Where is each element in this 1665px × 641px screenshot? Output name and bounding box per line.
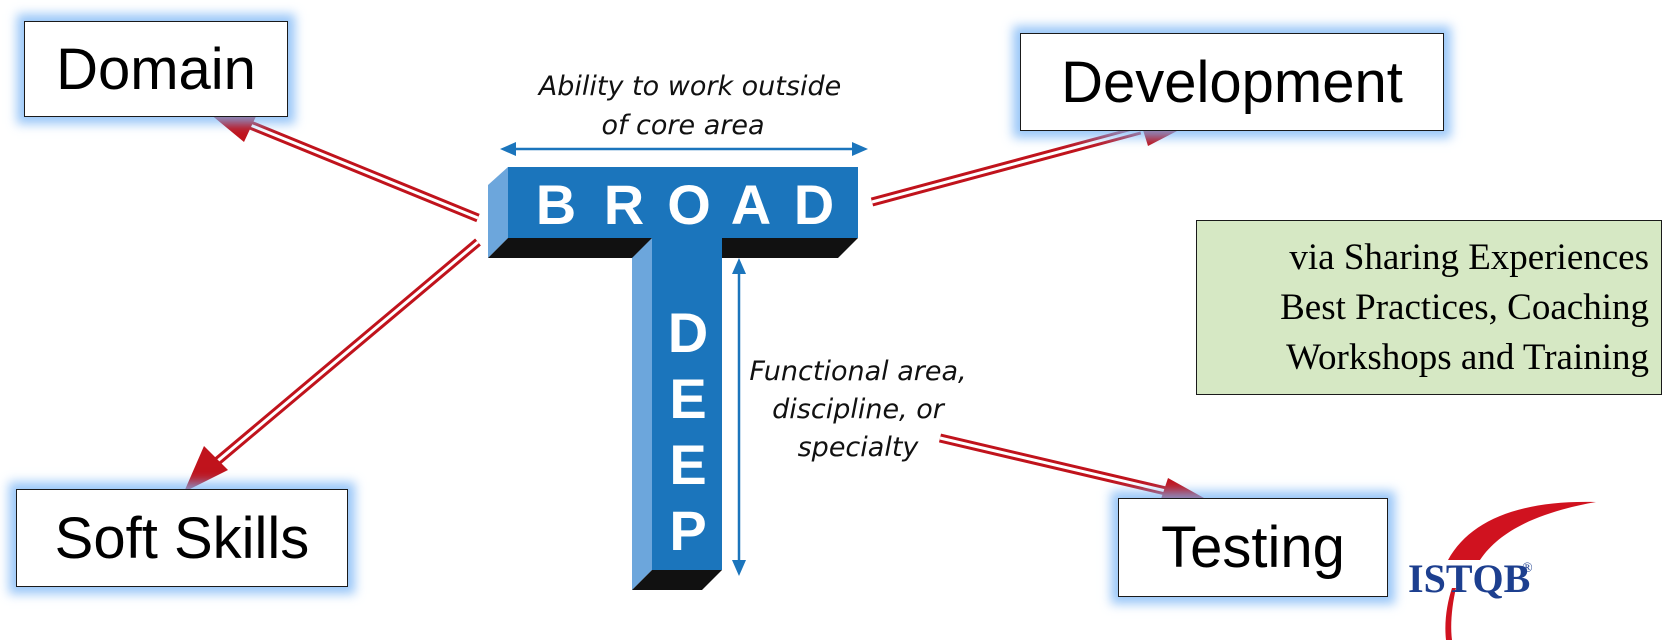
broad-letter: R [604, 173, 644, 236]
deep-letter: D [668, 301, 708, 364]
breadth-caption-line2: of core area [601, 110, 764, 141]
note-line: Best Practices, Coaching [1280, 287, 1649, 328]
broad-letter: B [536, 173, 576, 236]
breadth-caption-line1: Ability to work outside [537, 71, 841, 102]
broad-letter: O [667, 173, 711, 236]
istqb-logo: ISTQB ® [1408, 501, 1596, 640]
soft-skills-box: Soft Skills [16, 489, 348, 587]
arrow-to-domain [198, 104, 480, 223]
arrow-to-soft-skills [184, 238, 481, 492]
deep-letter: E [669, 367, 706, 430]
istqb-logo-mark: ® [1522, 561, 1533, 576]
depth-caption-line2: discipline, or [772, 394, 946, 425]
broad-letter: A [731, 173, 771, 236]
testing-box: Testing [1118, 498, 1388, 597]
domain-box: Domain [24, 21, 288, 117]
t-shape: B R O A D D E E P [488, 167, 858, 590]
depth-caption-line1: Functional area, [749, 356, 966, 387]
depth-arrow [732, 258, 746, 576]
note-line: Workshops and Training [1286, 337, 1649, 378]
deep-letter: E [669, 433, 706, 496]
note-line: via Sharing Experiences [1289, 237, 1649, 278]
depth-caption-line3: specialty [798, 432, 920, 463]
broad-letter: D [794, 173, 834, 236]
development-box: Development [1020, 33, 1444, 131]
breadth-arrow [500, 142, 868, 156]
deep-letter: P [669, 499, 706, 562]
istqb-logo-text: ISTQB [1408, 556, 1530, 601]
knowledge-sharing-note: via Sharing Experiences Best Practices, … [1196, 220, 1662, 395]
